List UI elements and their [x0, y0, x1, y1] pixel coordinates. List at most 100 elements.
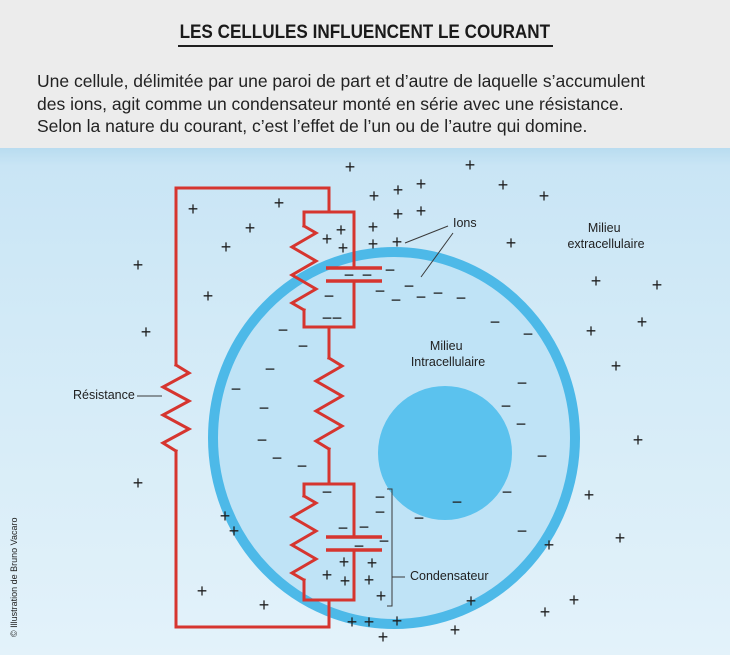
negative-ion-sign: −	[322, 308, 333, 328]
positive-ion-sign: +	[364, 612, 375, 632]
positive-ion-sign: +	[274, 193, 285, 213]
intracellular-label: Milieu Intracellulaire	[411, 339, 485, 369]
positive-ion-sign: +	[345, 157, 356, 177]
negative-ion-sign: −	[490, 312, 501, 332]
negative-ion-sign: −	[338, 518, 349, 538]
membrane-block-bottom-frame	[302, 482, 356, 602]
intracellular-resistor	[312, 355, 346, 452]
positive-ion-sign: +	[544, 535, 555, 555]
positive-ion-sign: +	[369, 186, 380, 206]
negative-ion-sign: −	[456, 288, 467, 308]
positive-ion-sign: +	[347, 612, 358, 632]
positive-ion-sign: +	[133, 255, 144, 275]
negative-ion-sign: −	[354, 536, 365, 556]
negative-ion-sign: −	[297, 456, 308, 476]
extracellular-resistor	[159, 362, 193, 454]
negative-ion-sign: −	[501, 396, 512, 416]
cell-circuit-diagram: ++++++++++++++++++++++++++++++++++++++++…	[0, 148, 730, 655]
positive-ion-sign: +	[378, 627, 389, 647]
negative-ion-sign: −	[272, 448, 283, 468]
positive-ion-sign: +	[188, 199, 199, 219]
positive-ion-sign: +	[465, 155, 476, 175]
cell-nucleus	[378, 386, 512, 520]
illustration-credit: © Illustration de Bruno Vacaro	[9, 517, 19, 637]
negative-ion-sign: −	[523, 324, 534, 344]
membrane-capacitor-top	[326, 266, 382, 283]
positive-ion-sign: +	[392, 611, 403, 631]
title-underline	[178, 45, 553, 47]
positive-ion-sign: +	[322, 229, 333, 249]
positive-ion-sign: +	[141, 322, 152, 342]
negative-ion-sign: −	[359, 517, 370, 537]
negative-ion-sign: −	[516, 414, 527, 434]
negative-ion-sign: −	[375, 281, 386, 301]
positive-ion-sign: +	[637, 312, 648, 332]
equivalent-circuit	[159, 186, 382, 629]
positive-ion-sign: +	[569, 590, 580, 610]
positive-ion-sign: +	[416, 201, 427, 221]
cell-membrane	[208, 247, 580, 629]
negative-ion-sign: −	[257, 430, 268, 450]
membrane-resistor-bottom	[289, 493, 319, 583]
negative-ion-sign: −	[259, 398, 270, 418]
capacitor-bracket	[387, 488, 405, 607]
membrane-capacitor-bottom	[326, 535, 382, 552]
negative-ion-sign: −	[517, 521, 528, 541]
ion-signs-layer: ++++++++++++++++++++++++++++++++++++++++…	[133, 155, 663, 647]
ions-leader-line	[420, 232, 454, 278]
negative-ion-sign: −	[265, 359, 276, 379]
positive-ion-sign: +	[466, 591, 477, 611]
positive-ion-sign: +	[340, 571, 351, 591]
positive-ion-sign: +	[539, 186, 550, 206]
negative-ion-sign: −	[322, 482, 333, 502]
negative-ion-sign: −	[344, 265, 355, 285]
negative-ion-sign: −	[416, 287, 427, 307]
positive-ion-sign: +	[652, 275, 663, 295]
intro-line: des ions, agit comme un condensateur mon…	[37, 93, 624, 114]
negative-ion-sign: −	[433, 283, 444, 303]
positive-ion-sign: +	[392, 232, 403, 252]
negative-ion-sign: −	[502, 482, 513, 502]
negative-ion-sign: −	[537, 446, 548, 466]
negative-ion-sign: −	[414, 508, 425, 528]
negative-ion-sign: −	[452, 492, 463, 512]
positive-ion-sign: +	[322, 565, 333, 585]
negative-ion-sign: −	[362, 265, 373, 285]
positive-ion-sign: +	[368, 234, 379, 254]
extracellular-label-line: extracellulaire	[567, 237, 644, 251]
positive-ion-sign: +	[591, 271, 602, 291]
ions-leader-line	[404, 225, 449, 244]
positive-ion-sign: +	[336, 220, 347, 240]
positive-ion-sign: +	[393, 180, 404, 200]
positive-ion-sign: +	[416, 174, 427, 194]
extracellular-label-line: Milieu	[588, 221, 621, 235]
negative-ion-sign: −	[404, 276, 415, 296]
positive-ion-sign: +	[259, 595, 270, 615]
positive-ion-sign: +	[376, 586, 387, 606]
negative-ion-sign: −	[375, 487, 386, 507]
positive-ion-sign: +	[203, 286, 214, 306]
negative-ion-sign: −	[517, 373, 528, 393]
ions-label: Ions	[453, 216, 477, 230]
extracellular-label: Milieu extracellulaire	[567, 221, 644, 251]
positive-ion-sign: +	[450, 620, 461, 640]
positive-ion-sign: +	[498, 175, 509, 195]
negative-ion-sign: −	[298, 336, 309, 356]
positive-ion-sign: +	[197, 581, 208, 601]
membrane-resistor-top	[289, 223, 319, 313]
positive-ion-sign: +	[364, 570, 375, 590]
capacitor-label: Condensateur	[410, 569, 489, 583]
title-container: LES CELLULES INFLUENCENT LE COURANT	[0, 22, 730, 44]
negative-ion-sign: −	[375, 502, 386, 522]
intro-line: Selon la nature du courant, c’est l’effe…	[37, 116, 588, 136]
positive-ion-sign: +	[220, 506, 231, 526]
positive-ion-sign: +	[367, 553, 378, 573]
positive-ion-sign: +	[133, 473, 144, 493]
negative-ion-sign: −	[231, 379, 242, 399]
positive-ion-sign: +	[611, 356, 622, 376]
negative-ion-sign: −	[391, 290, 402, 310]
outer-wire	[174, 186, 331, 629]
negative-ion-sign: −	[332, 308, 343, 328]
positive-ion-sign: +	[229, 521, 240, 541]
header-panel: LES CELLULES INFLUENCENT LE COURANT Une …	[0, 0, 730, 148]
